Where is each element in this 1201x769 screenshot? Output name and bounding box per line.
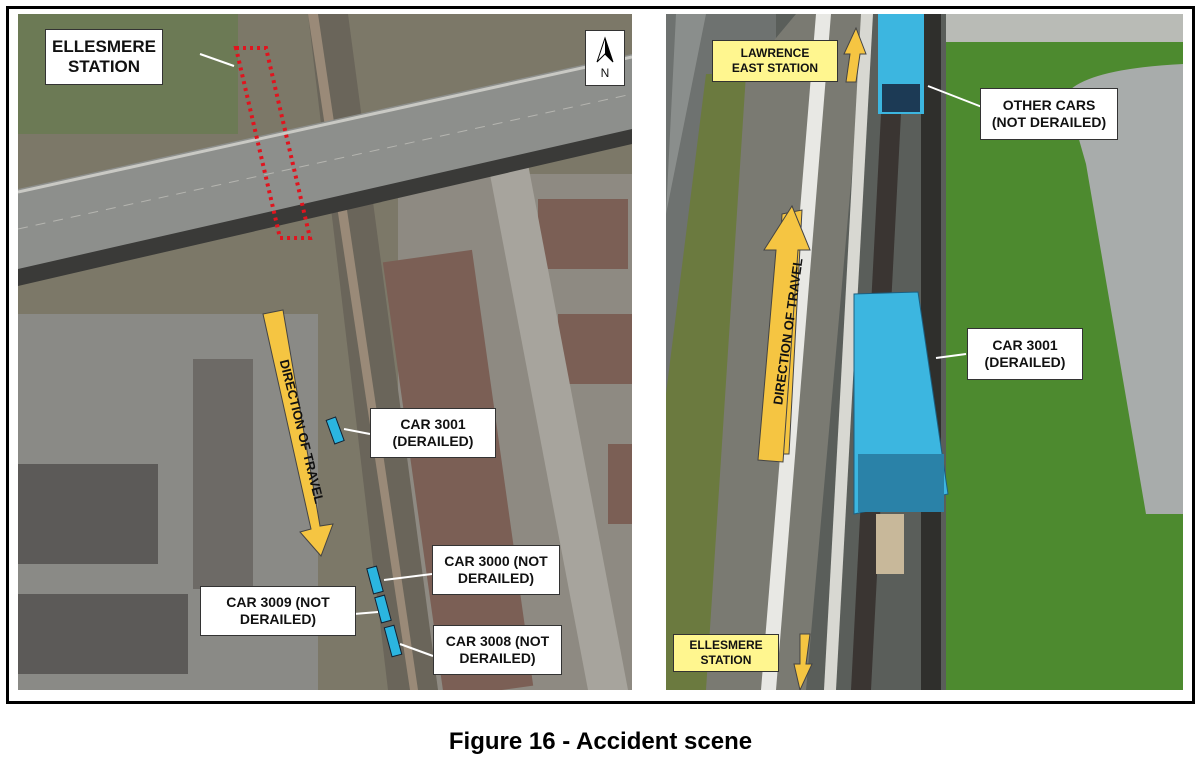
- car-3001-marker: [325, 416, 345, 445]
- label-line: CAR 3001: [992, 337, 1058, 354]
- label-line: ELLESMERE: [52, 36, 156, 56]
- north-arrow: [843, 26, 867, 83]
- figure-caption: Figure 16 - Accident scene: [448, 728, 753, 755]
- north-compass: N: [585, 30, 625, 86]
- ellesmere-station-label: ELLESMERE STATION: [673, 634, 779, 672]
- label-line: DERAILED): [459, 650, 536, 666]
- label-line: DERAILED): [239, 611, 317, 627]
- label-line: (NOT DERAILED): [991, 114, 1107, 130]
- car-3000-label: CAR 3000 (NOT DERAILED): [432, 545, 560, 595]
- label-line: STATION: [700, 653, 752, 667]
- label-line: ELLESMERE: [689, 638, 763, 652]
- compass-letter: N: [600, 65, 610, 80]
- aerial-photo: ELLESMERE STATION N DIRECTION OF TRAVEL …: [18, 14, 632, 690]
- station-pointer: [199, 53, 235, 67]
- station-outline: [233, 46, 313, 240]
- car-3009-marker: [374, 594, 392, 624]
- label-line: DERAILED): [457, 570, 535, 586]
- car-3000-marker: [366, 565, 384, 595]
- label-line: OTHER CARS: [1002, 97, 1096, 114]
- label-line: STATION: [67, 57, 141, 76]
- label-line: (DERAILED): [984, 354, 1066, 370]
- south-arrow: [793, 633, 813, 690]
- north-arrow-icon: [596, 36, 614, 63]
- other-cars-label: OTHER CARS (NOT DERAILED): [980, 88, 1118, 140]
- direction-arrow: [262, 309, 334, 557]
- direction-arrow: [757, 204, 811, 463]
- label-line: CAR 3001: [400, 416, 466, 433]
- label-line: EAST STATION: [731, 61, 819, 75]
- car-3008-label: CAR 3008 (NOT DERAILED): [433, 625, 562, 675]
- car-3009-label: CAR 3009 (NOT DERAILED): [200, 586, 356, 636]
- label-line: CAR 3000 (NOT: [444, 553, 548, 570]
- label-line: (DERAILED): [392, 433, 474, 449]
- car-3001-label: CAR 3001 (DERAILED): [967, 328, 1083, 380]
- lawrence-east-station-label: LAWRENCE EAST STATION: [712, 40, 838, 82]
- car-3001-label: CAR 3001 (DERAILED): [370, 408, 496, 458]
- label-line: LAWRENCE: [740, 46, 810, 60]
- drone-photo-graphic: [666, 14, 1183, 690]
- drone-photo: LAWRENCE EAST STATION OTHER CARS (NOT DE…: [666, 14, 1183, 690]
- label-line: CAR 3008 (NOT: [445, 633, 550, 650]
- label-line: CAR 3009 (NOT: [226, 594, 330, 611]
- car-3008-marker: [383, 624, 403, 658]
- ellesmere-station-label: ELLESMERE STATION: [45, 29, 163, 85]
